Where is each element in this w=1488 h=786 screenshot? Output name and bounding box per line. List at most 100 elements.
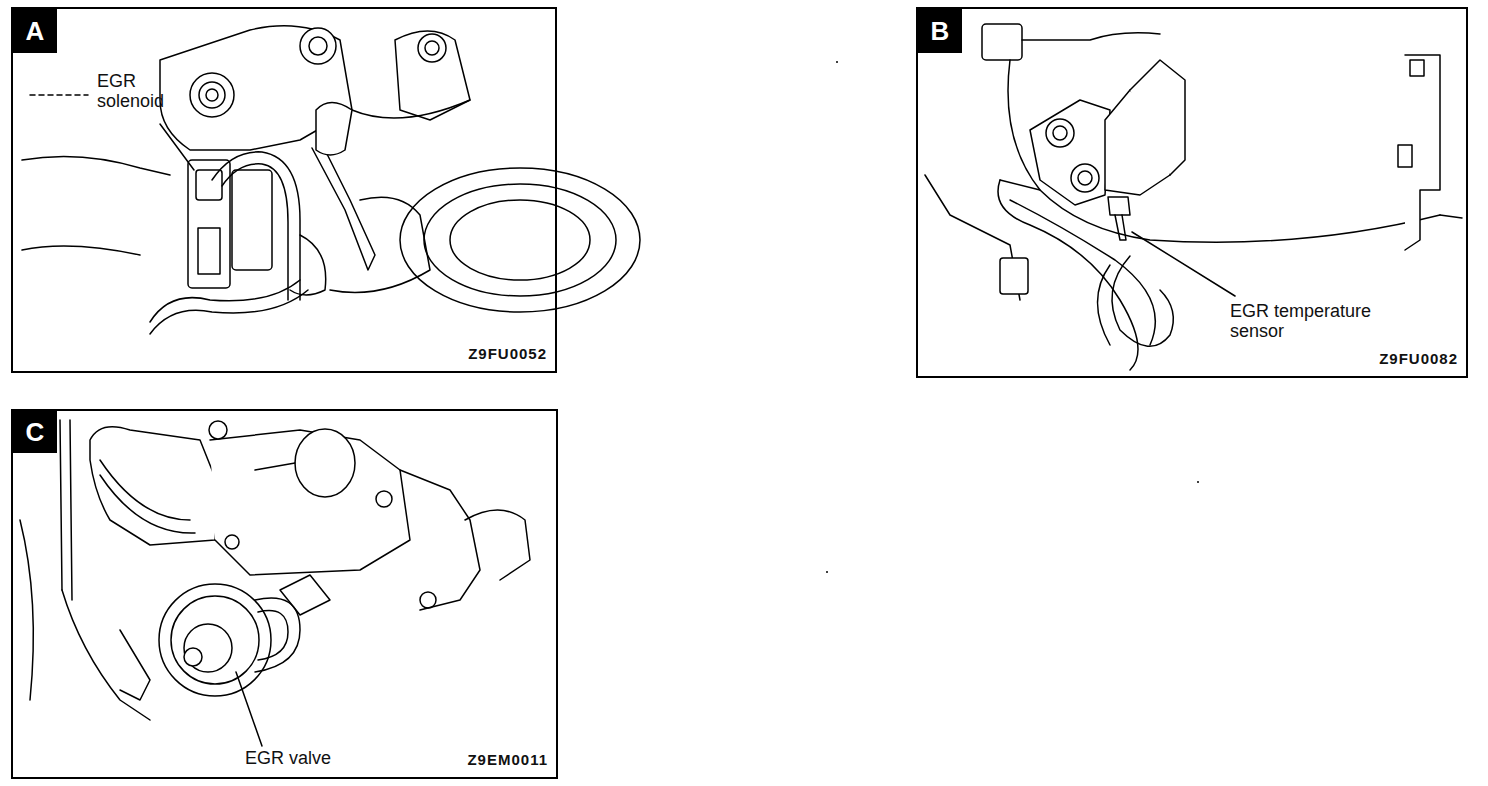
bolt bbox=[1053, 126, 1067, 140]
figure-panel: C EGR valve Z9EM0011 bbox=[11, 409, 558, 779]
bolt bbox=[300, 28, 336, 64]
bracket bbox=[395, 31, 470, 120]
engine-outline bbox=[20, 520, 33, 700]
hose bbox=[212, 152, 300, 300]
figure-panel: A EGR solenoidZ9FU0052 bbox=[11, 7, 557, 373]
throttle-body bbox=[255, 463, 295, 470]
port bbox=[280, 575, 330, 615]
hose bbox=[258, 611, 288, 660]
part-label-box: EGR valve bbox=[245, 748, 375, 768]
solenoid-body bbox=[188, 160, 230, 288]
bolt bbox=[425, 41, 439, 55]
flange bbox=[1030, 100, 1110, 205]
solenoid-connector bbox=[196, 170, 222, 200]
hose bbox=[255, 598, 300, 672]
bolt bbox=[376, 491, 392, 507]
bolt bbox=[190, 73, 234, 117]
solenoid-body bbox=[232, 170, 272, 270]
figure-code-box: Z9FU0082 bbox=[1379, 350, 1458, 368]
figure-code-box: Z9EM0011 bbox=[467, 751, 548, 769]
pulley bbox=[400, 168, 640, 312]
pulley bbox=[450, 200, 590, 280]
panel-letter-box: A bbox=[13, 9, 57, 53]
panel-b-drawing bbox=[925, 24, 1462, 370]
throttle-bore bbox=[295, 429, 355, 497]
bolt bbox=[309, 37, 327, 55]
part-label-box: EGR solenoid bbox=[97, 71, 181, 111]
bracket bbox=[312, 140, 375, 270]
bolt bbox=[1046, 119, 1074, 147]
egr-valve bbox=[184, 624, 232, 672]
bolt bbox=[225, 535, 239, 549]
engine-outline bbox=[62, 590, 150, 720]
leader-line bbox=[1132, 232, 1235, 296]
bolt bbox=[420, 592, 436, 608]
figure-code-box: Z9FU0052 bbox=[468, 345, 547, 363]
valve-housing bbox=[1130, 60, 1185, 175]
engine-outline bbox=[1440, 215, 1462, 218]
hose bbox=[100, 460, 190, 520]
egr-valve bbox=[171, 596, 259, 684]
dot bbox=[1197, 481, 1199, 483]
bolt bbox=[1071, 164, 1099, 192]
bolt bbox=[1078, 171, 1092, 185]
panel-a-drawing bbox=[22, 26, 640, 334]
bracket-edge bbox=[352, 100, 470, 118]
sensor-hex bbox=[1108, 197, 1130, 215]
part-label: EGR solenoid bbox=[97, 71, 181, 111]
figure-code: Z9EM0011 bbox=[467, 751, 548, 769]
fitting bbox=[1000, 258, 1028, 294]
panel-c-drawing bbox=[20, 420, 530, 746]
part-label-box: EGR temperature sensor bbox=[1230, 301, 1380, 341]
engine-outline bbox=[465, 510, 530, 580]
part-label: EGR valve bbox=[245, 748, 375, 768]
bolt bbox=[1410, 60, 1424, 76]
panel-letter-box: C bbox=[13, 411, 57, 453]
figure-code: Z9FU0082 bbox=[1379, 350, 1458, 368]
panel-letter: A bbox=[26, 18, 45, 44]
leader-line bbox=[160, 124, 194, 170]
engine-outline bbox=[1022, 33, 1160, 40]
figure-panel: B EGR temperature sensorZ9FU0082 bbox=[916, 7, 1468, 378]
panel-letter: B bbox=[931, 18, 950, 44]
leader-line bbox=[236, 672, 262, 746]
figure-code: Z9FU0052 bbox=[468, 345, 547, 363]
bolt bbox=[206, 89, 218, 101]
sensor-probe bbox=[1115, 215, 1126, 240]
solenoid-connector bbox=[198, 228, 220, 274]
engine-outline bbox=[22, 156, 170, 175]
bolt bbox=[418, 34, 446, 62]
panel-letter: C bbox=[26, 419, 45, 445]
bracket bbox=[1405, 55, 1440, 250]
part-label: EGR temperature sensor bbox=[1230, 301, 1380, 341]
fitting bbox=[290, 235, 326, 295]
pipe bbox=[1010, 200, 1155, 345]
fitting bbox=[316, 103, 352, 156]
stray-dots bbox=[826, 61, 1199, 573]
wire-loop bbox=[1098, 265, 1111, 345]
panel-letter-box: B bbox=[918, 9, 962, 53]
bolt bbox=[184, 648, 202, 666]
dot bbox=[836, 61, 838, 63]
engine-outline bbox=[22, 246, 140, 255]
wire-loop bbox=[1112, 256, 1173, 346]
pipe bbox=[1000, 180, 1040, 190]
throttle-body bbox=[210, 430, 410, 575]
bracket bbox=[120, 630, 150, 700]
engine-outline bbox=[400, 470, 480, 610]
dot bbox=[826, 571, 828, 573]
dashed-line bbox=[30, 94, 88, 96]
bolt bbox=[209, 421, 227, 439]
hose bbox=[100, 475, 195, 533]
pulley bbox=[424, 184, 616, 296]
connector bbox=[982, 24, 1022, 60]
bolt bbox=[1398, 145, 1412, 167]
egr-valve bbox=[159, 584, 271, 696]
manifold bbox=[90, 427, 220, 545]
pipe bbox=[70, 420, 72, 600]
hose bbox=[150, 290, 308, 334]
engine-outline bbox=[1008, 60, 1440, 242]
